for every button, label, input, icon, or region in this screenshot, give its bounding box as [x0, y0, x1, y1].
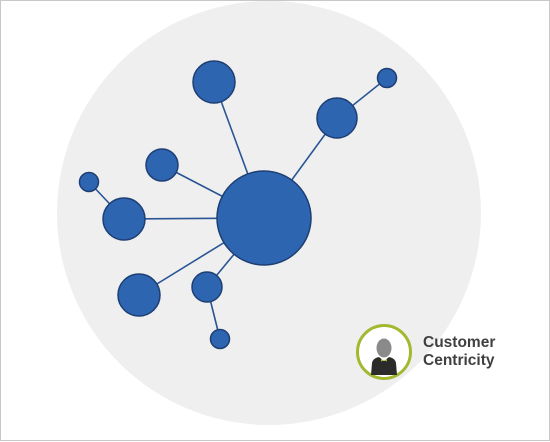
node-top-right-leaf: [376, 67, 398, 89]
node-left-leaf: [78, 171, 100, 193]
node-left: [102, 197, 146, 241]
badge-label-line1: Customer: [423, 334, 496, 351]
badge-label-line2: Centricity: [423, 352, 495, 369]
badge-label: Customer Centricity: [423, 334, 495, 370]
node-top-right: [316, 97, 358, 139]
edges-layer: [88, 77, 388, 340]
node-left-upper: [145, 148, 179, 182]
businessman-icon: [371, 338, 397, 375]
node-hub: [216, 170, 312, 266]
node-bottom-leaf: [209, 328, 231, 350]
node-bottom-left: [117, 273, 161, 317]
nodes-layer: [78, 60, 398, 350]
node-bottom: [191, 271, 223, 303]
customer-centricity-badge: Customer Centricity: [356, 324, 495, 380]
node-top-left: [192, 60, 236, 104]
badge-ring: [356, 324, 412, 380]
